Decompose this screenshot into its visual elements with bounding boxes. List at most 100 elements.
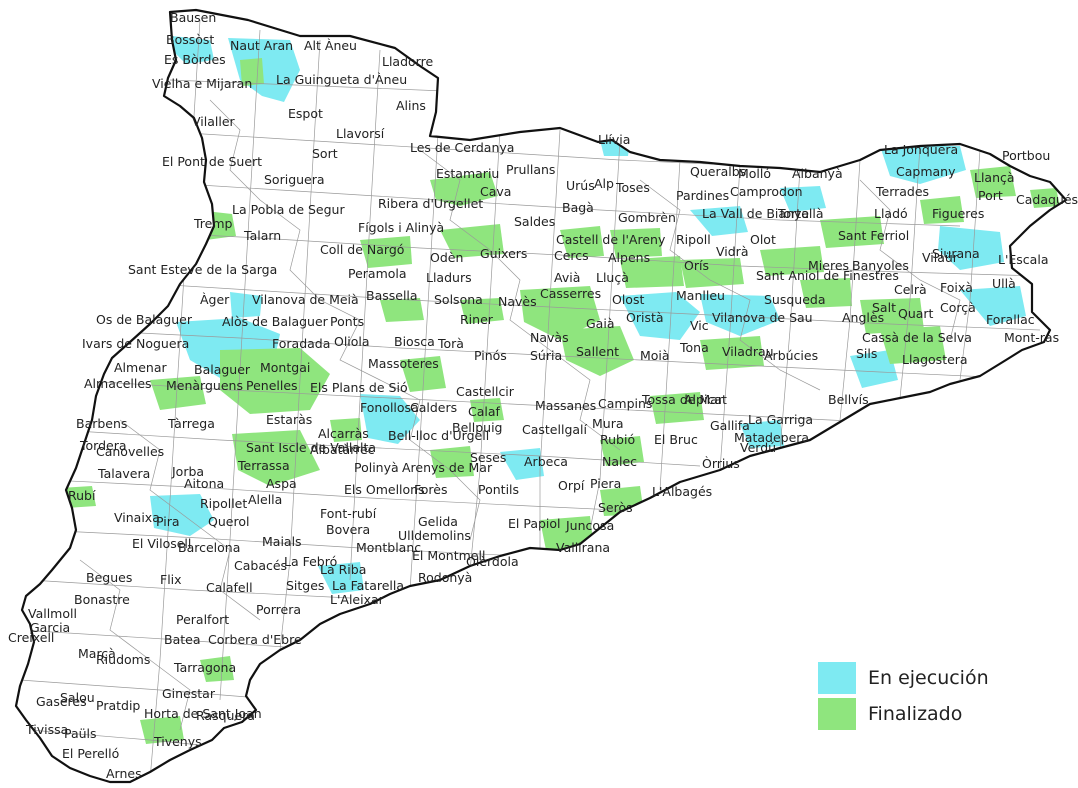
place-label: Urús bbox=[566, 178, 595, 193]
place-label: Talavera bbox=[97, 466, 150, 481]
place-label: Almenar bbox=[114, 360, 167, 375]
place-label: Tona bbox=[679, 340, 709, 355]
place-label: Oristà bbox=[626, 310, 664, 325]
place-label: Albanyà bbox=[792, 166, 843, 181]
place-label: Juncosa bbox=[565, 518, 614, 533]
place-label: Montgai bbox=[260, 360, 310, 375]
place-label: Pratdip bbox=[96, 698, 140, 713]
place-label: Bossòst bbox=[166, 32, 214, 47]
place-label: Barcelona bbox=[178, 540, 240, 555]
place-label: Sallent bbox=[576, 344, 619, 359]
place-label: Castellgalí bbox=[522, 422, 588, 437]
place-label: Fígols i Alinyà bbox=[358, 220, 444, 235]
place-label: Sant Esteve de la Sarga bbox=[128, 262, 277, 277]
place-label: Els Plans de Sió bbox=[310, 380, 408, 395]
place-label: Garcia bbox=[30, 620, 70, 635]
place-label: Alòs de Balaguer bbox=[222, 314, 329, 329]
place-label: La Vall de Bianya bbox=[702, 206, 809, 221]
place-label: Cava bbox=[480, 184, 511, 199]
finalizado-swatch bbox=[818, 698, 856, 730]
place-label: Calaf bbox=[468, 404, 501, 419]
place-label: Estamariu bbox=[436, 166, 499, 181]
place-label: Terrades bbox=[875, 184, 929, 199]
place-label: Castell de l'Areny bbox=[556, 232, 666, 247]
place-label: El Vilosell bbox=[132, 536, 191, 551]
place-label: Manlleu bbox=[676, 288, 725, 303]
place-label: Ivars de Noguera bbox=[82, 336, 189, 351]
place-label: Canovelles bbox=[96, 444, 164, 459]
place-label: Vilaller bbox=[192, 114, 236, 129]
place-label: Arbeca bbox=[524, 454, 568, 469]
place-label: Alt Àneu bbox=[304, 38, 357, 53]
place-label: Bonastre bbox=[74, 592, 130, 607]
place-label: Bellvís bbox=[828, 392, 869, 407]
place-label: Seses bbox=[470, 450, 506, 465]
place-label: Olot bbox=[750, 232, 776, 247]
place-label: La Pobla de Segur bbox=[232, 202, 345, 217]
place-label: Tordera bbox=[79, 438, 127, 453]
place-label: Tossa de Mar bbox=[641, 392, 724, 407]
legend: En ejecución Finalizado bbox=[818, 660, 1018, 740]
place-label: Gombrèn bbox=[618, 210, 676, 225]
place-label: Gelida bbox=[418, 514, 458, 529]
place-label: Moià bbox=[640, 348, 670, 363]
place-label: Matadepera bbox=[734, 430, 809, 445]
place-label: Siurana bbox=[932, 246, 980, 261]
place-label: Sant Iscle de Vallalta bbox=[246, 440, 376, 455]
place-label: Vilaür bbox=[922, 250, 959, 265]
place-label: Banyoles bbox=[852, 258, 909, 273]
place-label: El Perelló bbox=[62, 746, 119, 761]
place-label: Polinyà bbox=[354, 460, 399, 475]
place-label: El Bruc bbox=[654, 432, 698, 447]
place-label: Orpí bbox=[558, 478, 585, 493]
place-label: Òrrius bbox=[702, 456, 740, 471]
place-label: Orís bbox=[684, 258, 709, 273]
place-label: Avià bbox=[554, 270, 580, 285]
place-label: Vallmoll bbox=[28, 606, 77, 621]
place-label: Saldes bbox=[514, 214, 555, 229]
place-label: Susqueda bbox=[764, 292, 826, 307]
place-label: Espot bbox=[288, 106, 323, 121]
place-label: Batea bbox=[164, 632, 201, 647]
place-label: Portbou bbox=[1002, 148, 1050, 163]
place-label: Tarragona bbox=[173, 660, 236, 675]
place-label: L'Albagés bbox=[652, 484, 712, 499]
place-label: Ulldemolins bbox=[398, 528, 471, 543]
place-label: Quart bbox=[898, 306, 934, 321]
place-label: Tàrrega bbox=[167, 416, 215, 431]
place-label: Rodonyà bbox=[418, 570, 472, 585]
place-label: El Montmell bbox=[412, 548, 485, 563]
place-label: L'Aleixar bbox=[330, 592, 385, 607]
place-label: Ullà bbox=[992, 276, 1016, 291]
place-label: Ripollet bbox=[200, 496, 247, 511]
place-label: Gaseres bbox=[36, 694, 87, 709]
place-label: Salou bbox=[60, 690, 95, 705]
en-ejecucion-swatch bbox=[818, 662, 856, 694]
place-label: Cadaqués bbox=[1016, 192, 1078, 207]
place-label: Navàs bbox=[530, 330, 569, 345]
place-label: Nalec bbox=[602, 454, 637, 469]
place-label: Olèrdola bbox=[466, 554, 519, 569]
place-label: La Guingueta d'Àneu bbox=[276, 72, 407, 87]
place-label: Bagà bbox=[562, 200, 594, 215]
place-label: Ribera d'Urgellet bbox=[378, 196, 483, 211]
place-label: La Febró bbox=[284, 554, 337, 569]
legend-label-en-ejecucion: En ejecución bbox=[868, 667, 989, 689]
place-label: Lluçà bbox=[596, 270, 629, 285]
place-label: Casserres bbox=[540, 286, 601, 301]
place-label: Alpicat bbox=[684, 392, 727, 407]
place-label: Capmany bbox=[896, 164, 956, 179]
place-label: Molló bbox=[738, 166, 771, 181]
place-label: Tivissa bbox=[25, 722, 68, 737]
place-label: Tortellà bbox=[777, 206, 824, 221]
place-label: Torà bbox=[437, 336, 464, 351]
place-label: Vinaixa bbox=[114, 510, 160, 525]
place-label: Pontils bbox=[478, 482, 519, 497]
place-label: Solsona bbox=[434, 292, 483, 307]
place-label: Les de Cerdanya bbox=[410, 140, 514, 155]
place-label: Llançà bbox=[974, 170, 1015, 185]
place-label: Biosca bbox=[394, 334, 435, 349]
place-label: Terrassa bbox=[237, 458, 290, 473]
place-label: Montblanc bbox=[356, 540, 421, 555]
place-label: Vidrà bbox=[716, 244, 748, 259]
